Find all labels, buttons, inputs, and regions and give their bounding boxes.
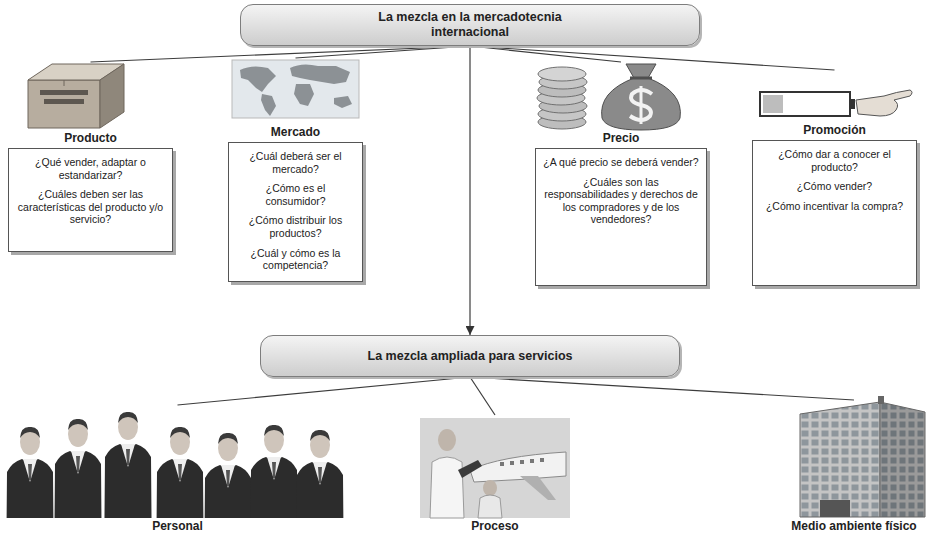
title-box: La mezcla en la mercadotecnia internacio…	[240, 4, 700, 46]
battery-icon	[760, 92, 855, 116]
mix-element: Promoción ¿Cómo dar a conocer el producto…	[752, 70, 917, 286]
question-box: ¿Cuál deberá ser el mercado? ¿Cómo es el …	[228, 142, 363, 282]
service-element: Personal	[5, 405, 350, 534]
element-heading: Producto	[8, 130, 173, 146]
coins-icon	[537, 67, 587, 129]
question-text: ¿A qué precio se deberá vender?	[543, 156, 699, 169]
mix-element: Precio ¿A qué precio se deberá vender? ¿Cu…	[535, 62, 707, 286]
question-text: ¿Cuál y cómo es la competencia?	[236, 247, 355, 272]
question-box: ¿Qué vender, adaptar o estandarizar? ¿Cuá…	[8, 148, 173, 252]
picture-label: Proceso	[415, 519, 575, 534]
people-photo	[6, 412, 344, 518]
question-text: ¿Cómo vender?	[760, 180, 909, 193]
connector-line	[469, 46, 470, 335]
mix-element: Mercado ¿Cuál deberá ser el mercado? ¿Cómo…	[228, 58, 363, 282]
money-bag	[602, 64, 681, 130]
building-photo	[800, 396, 925, 517]
world-map	[232, 60, 359, 118]
mix-element: Producto ¿Qué vender, adaptar o estandari…	[8, 62, 173, 252]
question-text: ¿Cómo incentivar la compra?	[760, 200, 909, 213]
question-text: ¿Cómo es el consumidor?	[236, 182, 355, 207]
question-text: ¿Qué vender, adaptar o estandarizar?	[16, 156, 165, 181]
element-heading: Mercado	[228, 124, 363, 140]
connector-line	[91, 46, 471, 62]
element-heading: Precio	[535, 130, 707, 146]
service-element: Medio ambiente físico	[778, 400, 930, 534]
element-heading: Promoción	[752, 122, 917, 138]
box-title: La mezcla ampliada para servicios	[368, 349, 573, 364]
connector-line	[470, 377, 854, 400]
hand-icon	[856, 90, 912, 116]
question-text: ¿Cómo distribuir los productos?	[236, 214, 355, 239]
box-icon	[28, 64, 124, 128]
process-photo	[420, 418, 570, 518]
connector-line	[470, 377, 495, 415]
picture-label: Personal	[5, 519, 350, 534]
title-box: La mezcla ampliada para servicios	[260, 335, 680, 377]
picture-label: Medio ambiente físico	[778, 519, 930, 534]
service-element: Proceso	[415, 415, 575, 534]
question-text: ¿Cuáles son las responsabilidades y dere…	[543, 176, 699, 226]
question-text: ¿Cuáles deben ser las características de…	[16, 188, 165, 226]
question-text: ¿Cómo dar a conocer el producto?	[760, 148, 909, 173]
connector-line	[470, 46, 835, 70]
connector-line	[178, 377, 471, 405]
box-title: La mezcla en la mercadotecnia internacio…	[345, 10, 595, 40]
connector-line	[296, 46, 471, 58]
question-text: ¿Cuál deberá ser el mercado?	[236, 150, 355, 175]
question-box: ¿A qué precio se deberá vender? ¿Cuáles s…	[535, 148, 707, 286]
question-box: ¿Cómo dar a conocer el producto? ¿Cómo ve…	[752, 140, 917, 286]
